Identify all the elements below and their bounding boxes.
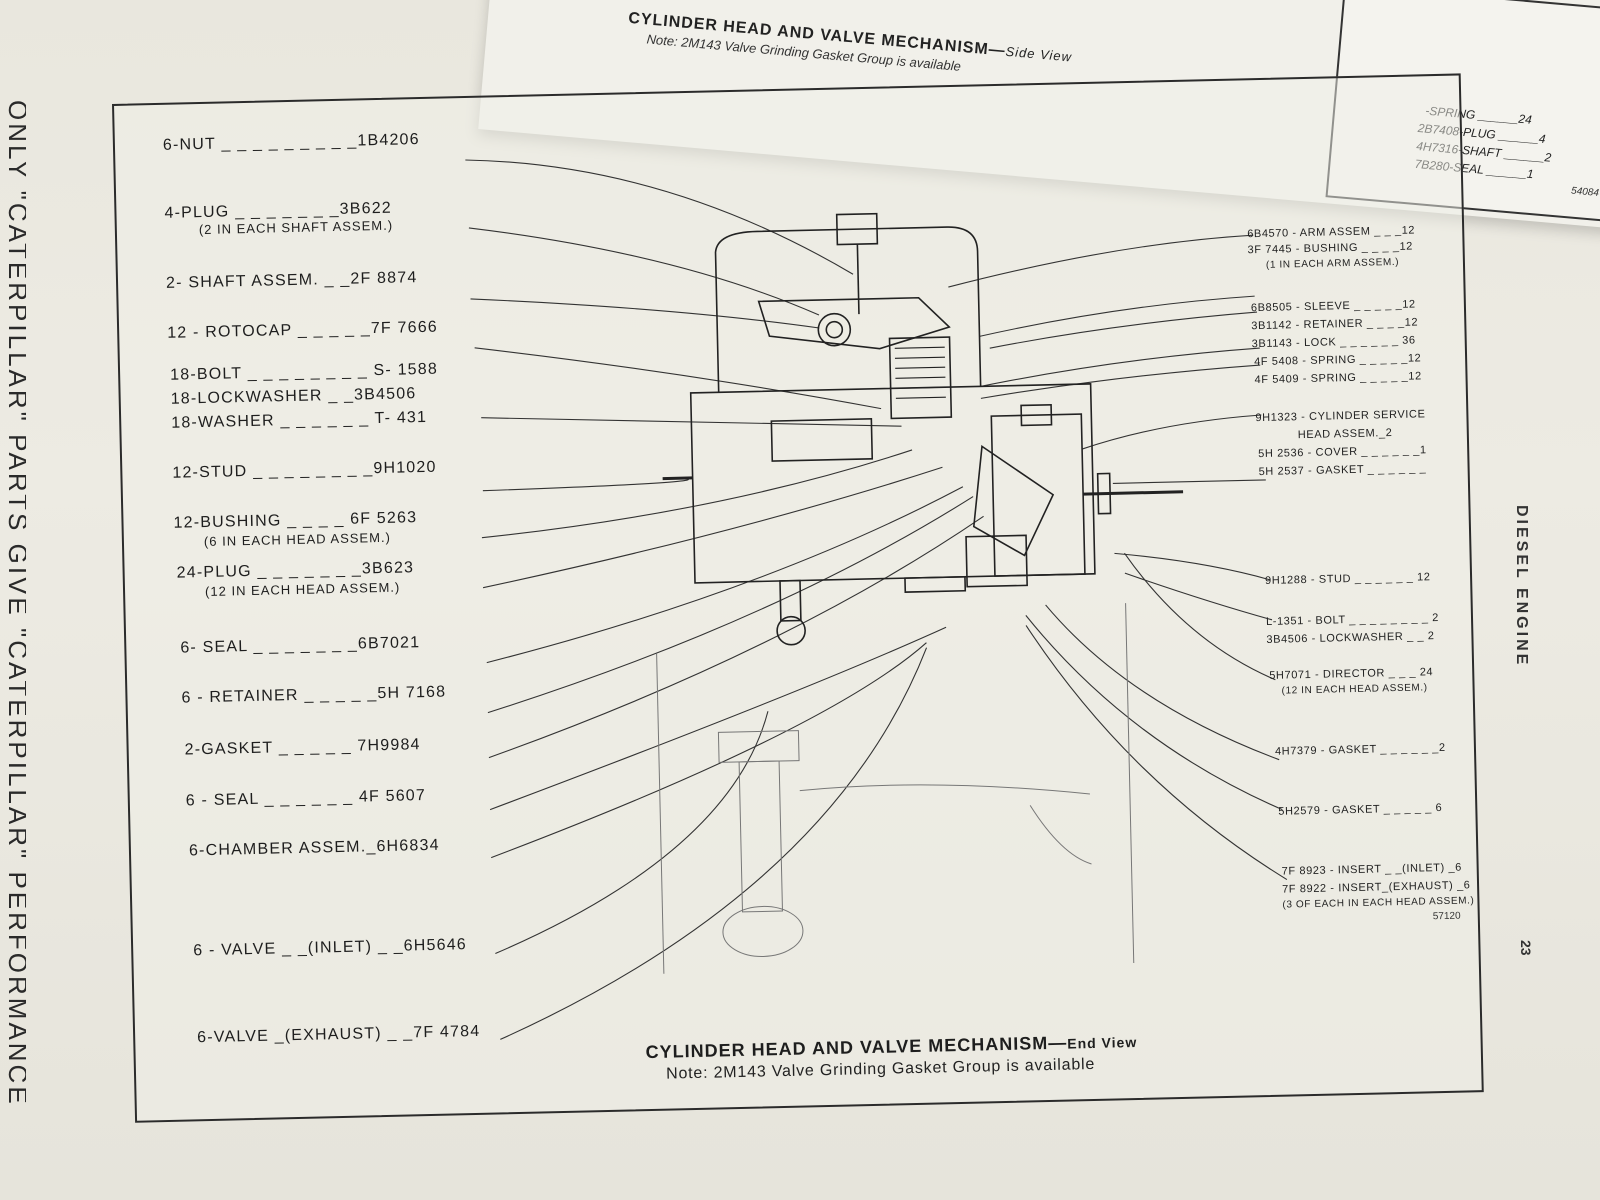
leader-line <box>1045 604 1280 761</box>
callout-cylinder-service-head-qty: HEAD ASSEM._2 <box>1297 427 1393 442</box>
leader-line <box>468 227 820 316</box>
leader-line <box>481 449 913 539</box>
figure-caption-subtitle: End View <box>1067 1033 1138 1052</box>
leader-line <box>495 711 769 955</box>
leader-line <box>481 417 902 427</box>
upper-figure-number: 54084 <box>1570 185 1600 199</box>
leader-line <box>1025 615 1283 811</box>
upper-page-subtitle: Side View <box>1004 43 1073 65</box>
leader-line <box>465 159 854 275</box>
leader-line <box>1124 572 1273 621</box>
leader-line <box>487 496 974 714</box>
leader-line <box>980 364 1261 399</box>
leader-line <box>948 234 1254 288</box>
leader-line <box>980 347 1260 387</box>
leader-line <box>490 642 927 859</box>
leader-line <box>1114 552 1271 581</box>
leader-line <box>979 295 1255 337</box>
leader-line <box>488 515 984 759</box>
leader-line <box>486 486 964 664</box>
leader-line <box>489 626 947 811</box>
leader-line <box>1112 479 1266 484</box>
leader-line <box>1124 552 1276 681</box>
side-margin-text: ONLY "CATERPILLAR" PARTS GIVE "CATERPILL… <box>3 100 26 1107</box>
figure-frame: 6-NUT _ _ _ _ _ _ _ _ _1B4206 4-PLUG _ _… <box>112 73 1484 1123</box>
leader-line <box>482 477 689 492</box>
leader-line <box>1025 625 1288 881</box>
leader-line <box>482 466 943 589</box>
engine-drawing <box>465 159 1288 1040</box>
leader-line <box>474 347 882 410</box>
engine-block-ghost <box>656 603 1135 974</box>
leader-line <box>470 298 820 329</box>
running-head: DIESEL ENGINE <box>1513 505 1530 668</box>
cylinder-head-outline <box>662 212 1184 646</box>
leader-line <box>500 647 928 1040</box>
leader-line <box>989 311 1258 349</box>
side-margin: ONLY "CATERPILLAR" PARTS GIVE "CATERPILL… <box>0 100 26 1200</box>
leader-line <box>1081 414 1262 450</box>
figure-number: 57120 <box>1432 910 1461 923</box>
leader-lines <box>465 159 1288 1040</box>
page-number: 23 <box>1518 940 1534 956</box>
